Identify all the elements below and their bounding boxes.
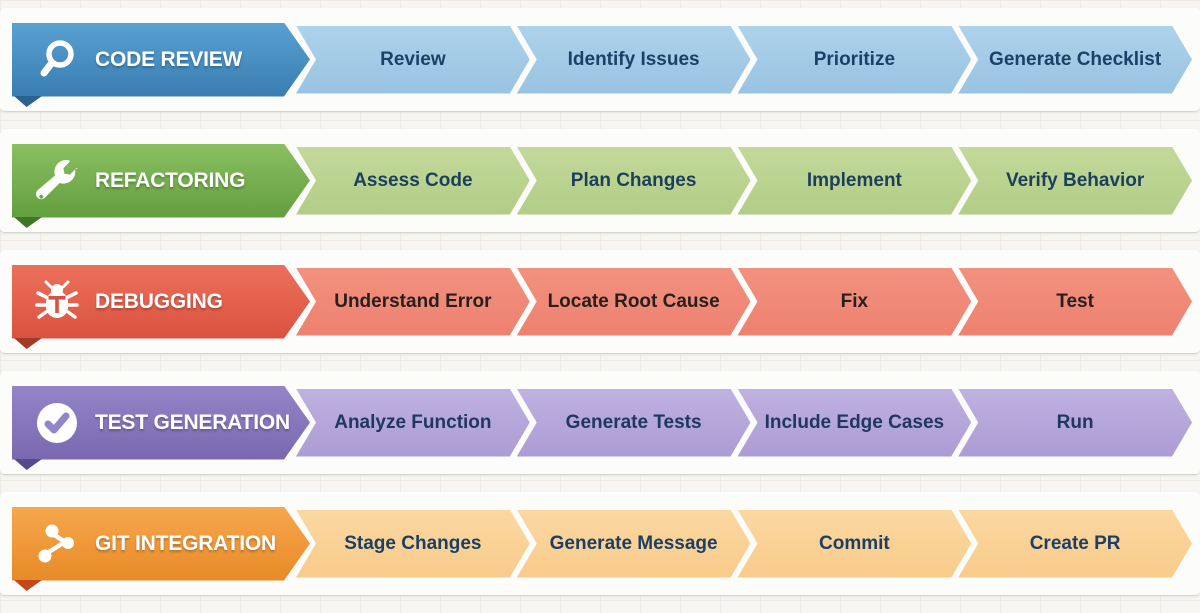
- steps: Review Identify Issues Prioritize Genera…: [310, 26, 1192, 94]
- row-title: GIT INTEGRATION: [95, 531, 276, 555]
- ribbon-fold: [14, 459, 42, 470]
- workflow-step: Test: [958, 268, 1192, 336]
- workflow-step: Review: [296, 26, 530, 94]
- row-title: CODE REVIEW: [95, 47, 243, 71]
- search-icon: [34, 37, 80, 83]
- refactoring-header: REFACTORING: [12, 144, 310, 218]
- workflow-step: Create PR: [958, 510, 1192, 578]
- git-branch-icon: [34, 521, 80, 567]
- workflow-step: Analyze Function: [296, 389, 530, 457]
- steps: Stage Changes Generate Message Commit Cr…: [310, 510, 1192, 578]
- workflow-step: Assess Code: [296, 147, 530, 215]
- test-generation-header: TEST GENERATION: [12, 386, 310, 460]
- workflow-step: Implement: [738, 147, 972, 215]
- workflow-step: Generate Checklist: [958, 26, 1192, 94]
- wrench-icon: [34, 158, 80, 204]
- workflow-row-refactoring: REFACTORING Assess Code Plan Changes Imp…: [0, 129, 1200, 233]
- workflow-step: Generate Message: [517, 510, 751, 578]
- workflow-step: Run: [958, 389, 1192, 457]
- code-review-header: CODE REVIEW: [12, 23, 310, 97]
- bug-icon: [34, 279, 80, 325]
- workflow-step: Fix: [738, 268, 972, 336]
- steps: Understand Error Locate Root Cause Fix T…: [310, 268, 1192, 336]
- steps: Assess Code Plan Changes Implement Verif…: [310, 147, 1192, 215]
- workflow-step: Include Edge Cases: [738, 389, 972, 457]
- workflow-row-git-integration: GIT INTEGRATION Stage Changes Generate M…: [0, 492, 1200, 596]
- row-title: DEBUGGING: [95, 289, 223, 313]
- git-integration-header: GIT INTEGRATION: [12, 507, 310, 581]
- workflow-row-debugging: DEBUGGING Understand Error Locate Root C…: [0, 250, 1200, 354]
- workflow-step: Stage Changes: [296, 510, 530, 578]
- row-title: TEST GENERATION: [95, 410, 290, 434]
- row-title: REFACTORING: [95, 168, 246, 192]
- ribbon-fold: [14, 338, 42, 349]
- debugging-header: DEBUGGING: [12, 265, 310, 339]
- steps: Analyze Function Generate Tests Include …: [310, 389, 1192, 457]
- workflow-step: Generate Tests: [517, 389, 751, 457]
- ribbon-fold: [14, 96, 42, 107]
- workflow-step: Verify Behavior: [958, 147, 1192, 215]
- workflow-step: Commit: [738, 510, 972, 578]
- ribbon-fold: [14, 580, 42, 591]
- workflow-row-test-generation: TEST GENERATION Analyze Function Generat…: [0, 371, 1200, 475]
- check-circle-icon: [34, 400, 80, 446]
- ribbon-fold: [14, 217, 42, 228]
- workflow-step: Prioritize: [738, 26, 972, 94]
- workflow-diagram: CODE REVIEW Review Identify Issues Prior…: [0, 8, 1200, 596]
- workflow-step: Plan Changes: [517, 147, 751, 215]
- workflow-step: Identify Issues: [517, 26, 751, 94]
- workflow-step: Understand Error: [296, 268, 530, 336]
- workflow-step: Locate Root Cause: [517, 268, 751, 336]
- workflow-row-code-review: CODE REVIEW Review Identify Issues Prior…: [0, 8, 1200, 112]
